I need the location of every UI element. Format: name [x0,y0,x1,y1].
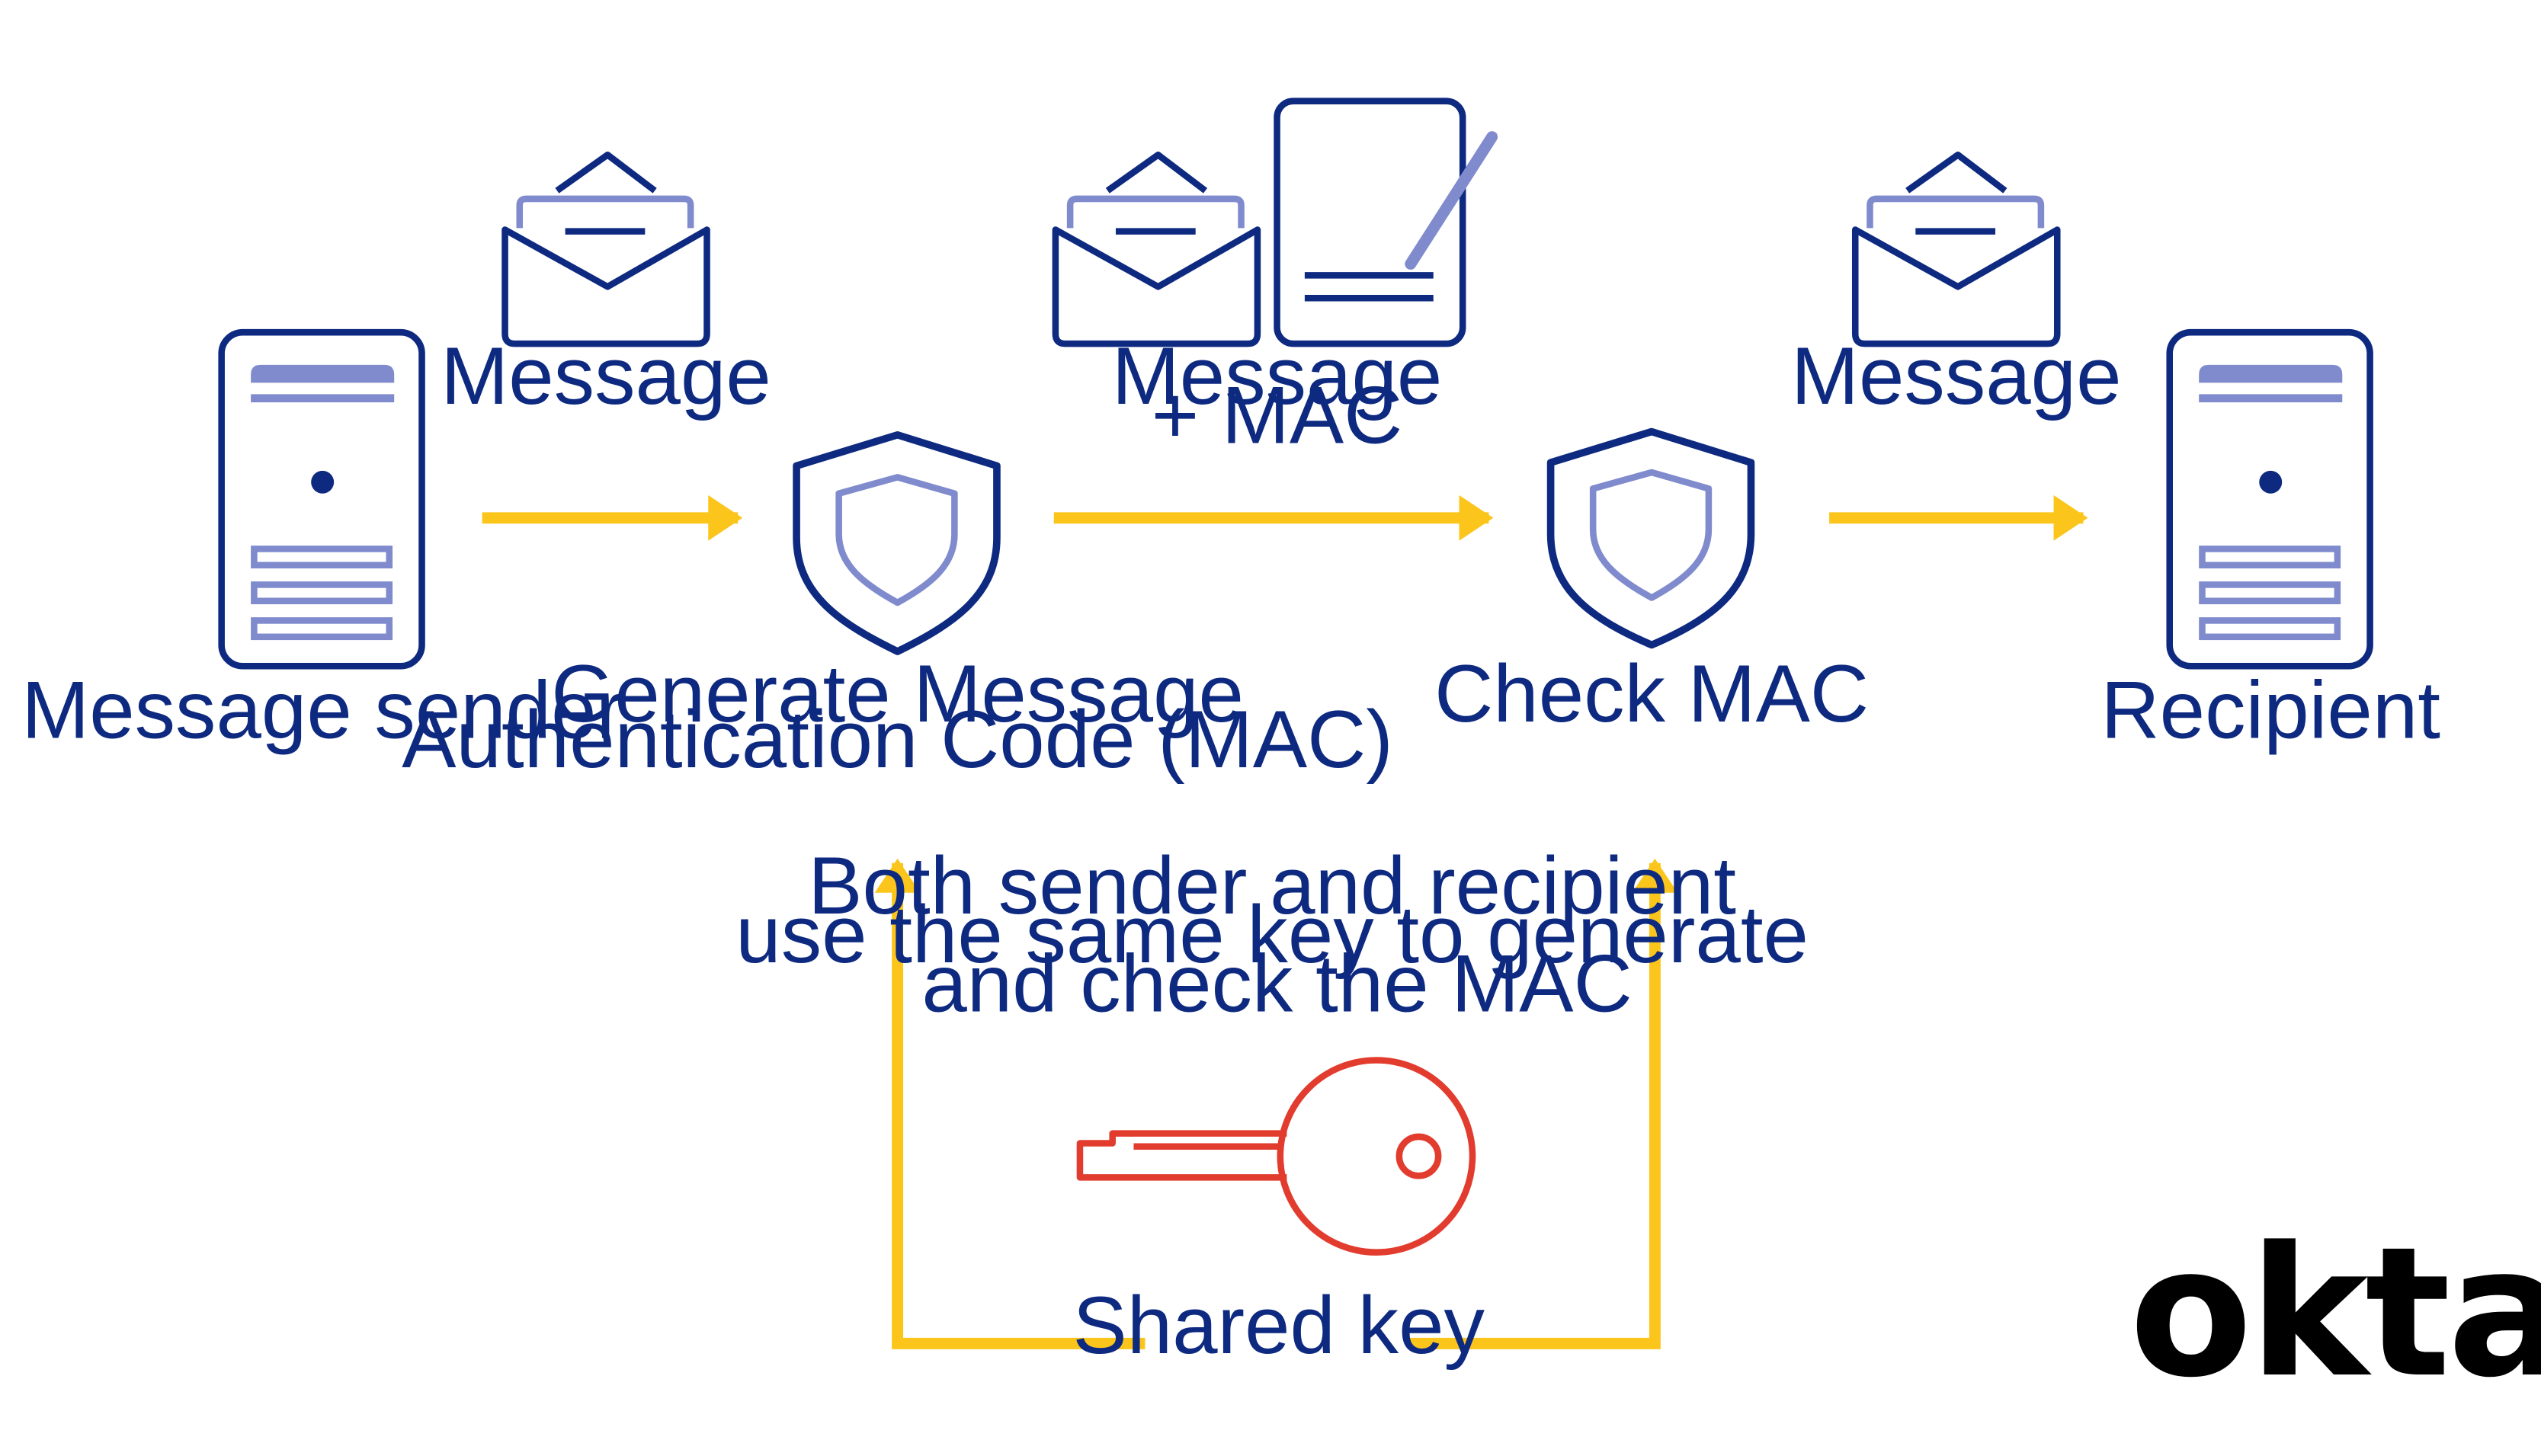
okta-logo: okta [2129,1209,2541,1417]
recipient-label: Recipient [2101,664,2440,755]
message-plus-mac-label-line2: + MAC [1152,369,1403,460]
envelope-icon [501,151,710,347]
arrow-shared-key-to-check [1408,858,1678,1349]
message-2: Message [1791,151,2122,421]
key-icon [1076,1057,1476,1256]
note-line-3: and check the MAC [921,937,1632,1029]
envelope-icon [1851,151,2061,347]
shield-icon [793,430,1001,655]
server-icon [218,328,425,670]
signed-document-icon [1274,98,1498,347]
check-mac-node: Check MAC [1434,427,1869,739]
envelope-icon [1052,151,1261,347]
message-2-label: Message [1791,330,2122,421]
message-plus-mac: Message + MAC [1052,98,1498,460]
generate-mac-label-line2: Authentication Code (MAC) [402,693,1393,785]
note-line-2: use the same key to generate [735,888,1809,980]
shared-key-label: Shared key [1072,1279,1485,1371]
generate-mac-label-line1: Generate Message [551,648,1244,739]
message-1-label: Message [441,330,771,421]
message-plus-mac-label-line1: Message [1112,330,1443,421]
shared-key-note: Both sender and recipient use the same k… [735,840,1809,1029]
check-mac-label: Check MAC [1434,648,1869,739]
note-line-1: Both sender and recipient [808,840,1736,931]
flow-arrows [482,494,2088,1349]
recipient-node: Recipient [2101,328,2440,755]
server-icon [2166,328,2373,670]
generate-mac-node: Generate Message Authentication Code (MA… [402,430,1393,785]
arrow-shared-key-to-generate [874,858,1146,1349]
message-sender-label: Message sender [21,664,623,755]
message-1: Message [441,151,771,421]
message-sender-node: Message sender [21,328,623,755]
shield-icon [1546,427,1755,649]
